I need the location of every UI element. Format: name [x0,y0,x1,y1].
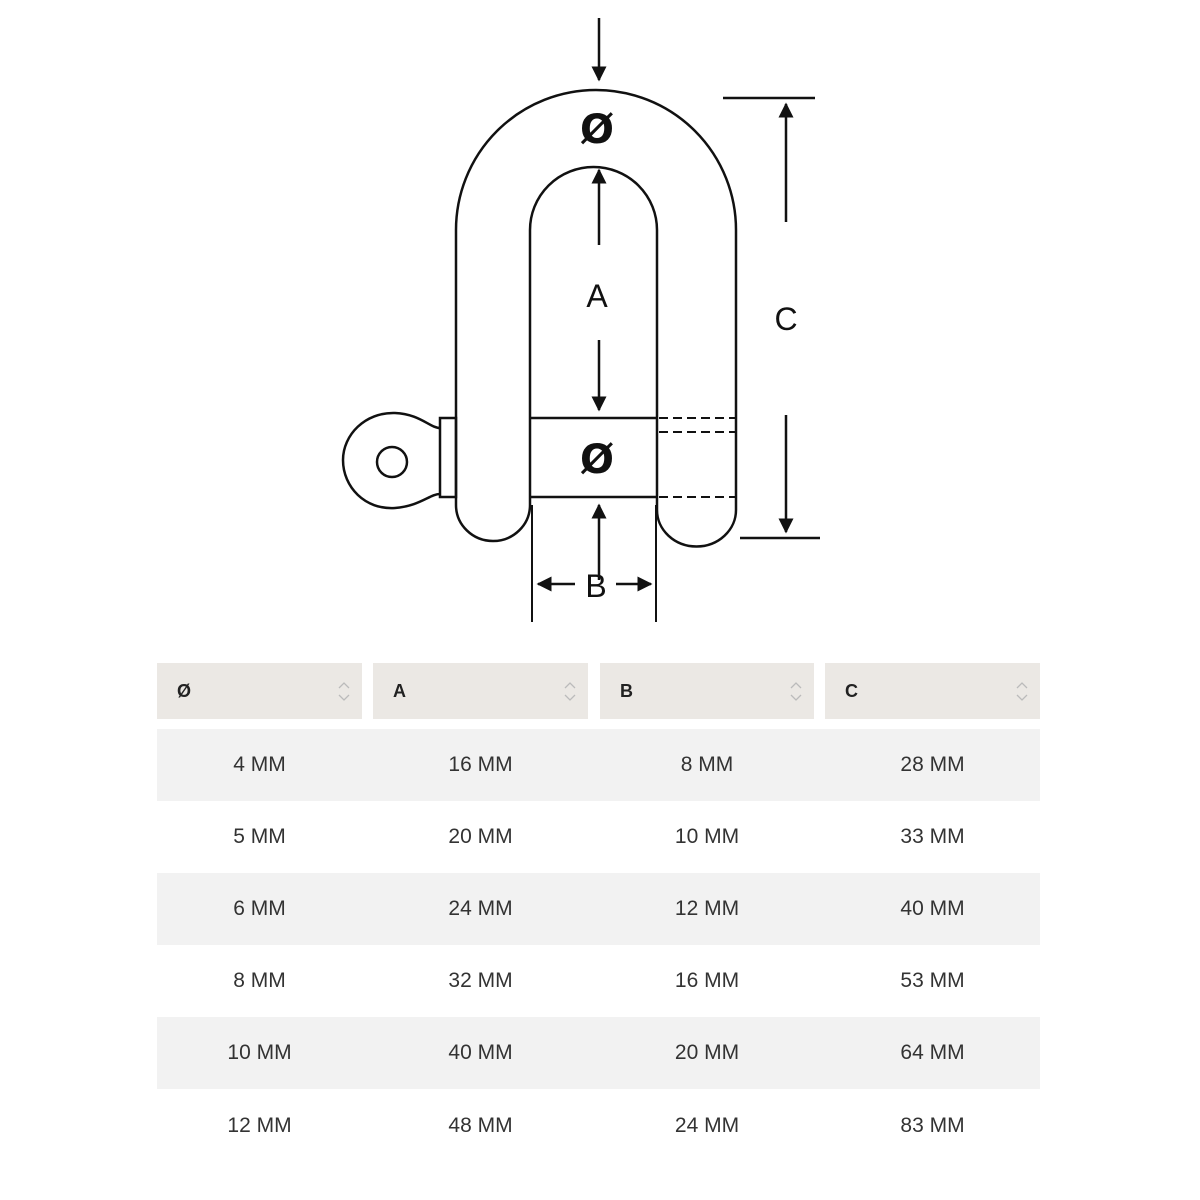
sort-icon[interactable] [1016,675,1028,707]
column-header-a[interactable]: A [373,663,588,719]
table-row: 4 MM 16 MM 8 MM 28 MM [157,729,1040,801]
table-cell: 40 MM [448,1041,513,1064]
table-cell: 48 MM [448,1114,513,1137]
column-header-c[interactable]: C [825,663,1040,719]
table-cell: 6 MM [233,897,286,920]
pin-eye [341,411,441,510]
dimension-c-label: C [774,301,797,337]
table-row: 6 MM 24 MM 12 MM 40 MM [157,873,1040,945]
shackle-diagram: Ø Ø A B C [341,18,820,622]
shackle-bow [454,88,738,548]
table-cell: 20 MM [448,825,513,848]
column-header-diameter[interactable]: Ø [157,663,362,719]
header-label: Ø [177,680,192,701]
table-cell: 4 MM [233,753,286,776]
table-cell: 5 MM [233,825,286,848]
table-cell: 8 MM [233,969,286,992]
dimension-b-label: B [585,568,606,604]
table-cell: 53 MM [900,969,965,992]
table-cell: 10 MM [674,825,740,848]
diameter-top-label: Ø [580,107,614,153]
table-cell: 12 MM [227,1114,292,1137]
table-cell: 24 MM [674,1114,740,1137]
table-cell: 28 MM [900,753,965,776]
header-label: B [620,680,633,701]
dimension-a-label: A [586,278,608,314]
table-cell: 24 MM [448,897,513,920]
table-cell: 83 MM [900,1114,965,1137]
column-header-b[interactable]: B [600,663,814,719]
table-cell: 12 MM [674,897,740,920]
sort-icon[interactable] [564,675,576,707]
table-cell: 10 MM [227,1041,292,1064]
sort-icon[interactable] [790,675,802,707]
table-cell: 40 MM [900,897,965,920]
table-row: 8 MM 32 MM 16 MM 53 MM [157,945,1040,1017]
table-cell: 16 MM [674,969,740,992]
table-cell: 8 MM [680,753,734,776]
header-label: A [393,680,406,701]
table-row: 5 MM 20 MM 10 MM 33 MM [157,801,1040,873]
pin-collar [438,416,458,499]
sort-icon[interactable] [338,675,350,707]
table-cell: 64 MM [900,1041,965,1064]
header-label: C [845,680,858,701]
table-row: 10 MM 40 MM 20 MM 64 MM [157,1017,1040,1089]
table-cell: 32 MM [448,969,513,992]
table-cell: 16 MM [448,753,513,776]
diameter-pin-label: Ø [580,437,614,483]
table-cell: 20 MM [674,1041,740,1064]
table-cell: 33 MM [900,825,965,848]
table-row: 12 MM 48 MM 24 MM 83 MM [157,1090,1040,1162]
